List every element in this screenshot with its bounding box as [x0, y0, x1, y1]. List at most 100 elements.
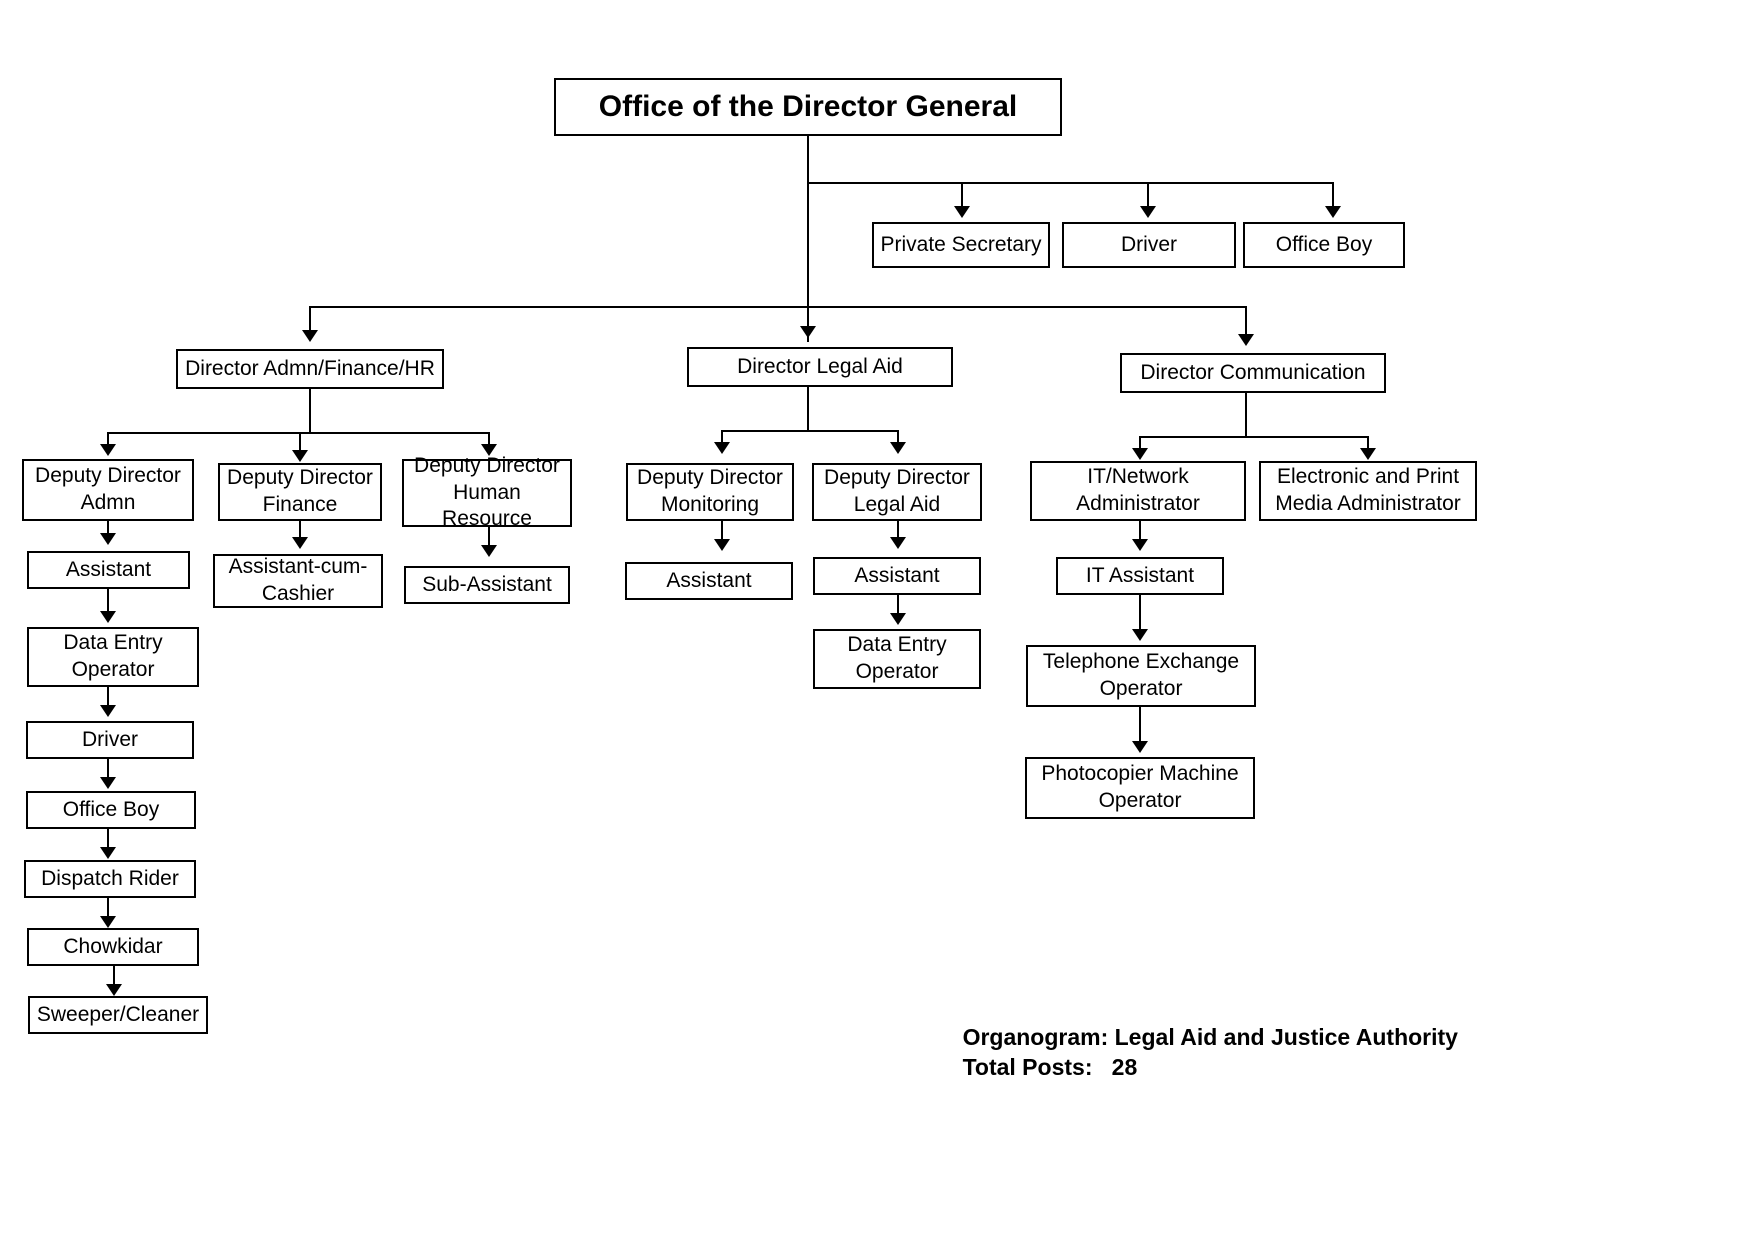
node-label: Assistant	[666, 568, 752, 592]
node-label-line2: Monitoring	[660, 493, 760, 516]
connector-support-bus	[807, 182, 1334, 184]
node-assistant-legal-aid[interactable]: Assistant	[813, 557, 981, 595]
node-label: Assistant	[854, 563, 940, 587]
node-label-line1: IT/Network	[1087, 465, 1189, 489]
connector-it-network-to-it-assistant	[1139, 521, 1141, 543]
node-label: Assistant	[65, 557, 152, 581]
node-label: Driver	[82, 727, 138, 751]
node-label: Director Communication	[1140, 360, 1366, 384]
node-label-line2: Human Resource	[442, 480, 532, 531]
node-director-communication[interactable]: Director Communication	[1120, 353, 1386, 393]
arrow-dd-hr-to-sub-assistant	[481, 545, 497, 557]
node-label: Driver	[1121, 232, 1177, 256]
node-deputy-director-human-resource[interactable]: Deputy Director Human Resource	[402, 454, 572, 530]
connector-to-dd-finance	[299, 434, 301, 454]
arrow-driver-to-office-boy	[100, 777, 116, 789]
node-private-secretary[interactable]: Private Secretary	[872, 222, 1050, 268]
connector-data-entry-to-driver	[107, 687, 109, 709]
arrow-to-dd-monitoring	[714, 442, 730, 454]
arrow-assistant-to-data-entry	[100, 611, 116, 623]
node-assistant-monitoring[interactable]: Assistant	[625, 562, 793, 600]
node-label-line2: Operator	[71, 658, 155, 681]
connector-dd-finance-to-cashier	[299, 521, 301, 541]
node-sub-assistant[interactable]: Sub-Assistant	[404, 566, 570, 604]
node-it-network-administrator[interactable]: IT/Network Administrator	[1030, 461, 1246, 521]
arrow-dd-finance-to-cashier	[292, 537, 308, 549]
connector-assistant-to-data-entry	[107, 589, 109, 615]
node-label: Office Boy	[62, 797, 160, 821]
node-label: Director Admn/Finance/HR	[185, 356, 435, 380]
node-assistant-cum-cashier[interactable]: Assistant-cum- Cashier	[213, 554, 383, 608]
arrow-to-office-boy	[1325, 206, 1341, 218]
arrow-assistant-to-data-entry-legal	[890, 613, 906, 625]
node-dispatch-rider[interactable]: Dispatch Rider	[24, 860, 196, 898]
connector-chowkidar-to-sweeper	[113, 966, 115, 988]
node-driver-dg[interactable]: Driver	[1062, 222, 1236, 268]
connector-to-dd-legal-aid	[897, 430, 899, 446]
node-label-line2: Operator	[855, 660, 939, 683]
connector-driver-to-office-boy	[107, 759, 109, 781]
node-deputy-director-legal-aid[interactable]: Deputy Director Legal Aid	[812, 463, 982, 521]
total-posts-label: Total Posts: 28	[962, 1054, 1138, 1081]
node-label: Sub-Assistant	[422, 572, 552, 596]
connector-to-director-legal-aid	[807, 306, 809, 330]
arrow-to-director-communication	[1238, 334, 1254, 346]
connector-dispatch-rider-to-chowkidar	[107, 898, 109, 920]
connector-to-director-communication	[1245, 306, 1247, 338]
connector-to-private-secretary	[961, 184, 963, 210]
node-deputy-director-monitoring[interactable]: Deputy Director Monitoring	[626, 463, 794, 521]
arrow-to-dd-finance	[292, 450, 308, 462]
arrow-telephone-to-photocopier-operator	[1132, 741, 1148, 753]
arrow-to-it-network-administrator	[1132, 448, 1148, 460]
node-office-boy-admn[interactable]: Office Boy	[26, 791, 196, 829]
total-posts-caption: Total Posts: 28	[937, 1021, 1138, 1114]
arrow-dd-legal-aid-to-assistant	[890, 537, 906, 549]
arrow-to-dd-hr	[481, 444, 497, 456]
node-assistant-admn[interactable]: Assistant	[27, 551, 190, 589]
arrow-data-entry-to-driver	[100, 705, 116, 717]
node-label-line2: Operator	[1099, 677, 1183, 700]
node-photocopier-machine-operator[interactable]: Photocopier Machine Operator	[1025, 757, 1255, 819]
node-label-line1: Data Entry	[847, 633, 947, 657]
connector-assistant-to-data-entry-legal	[897, 595, 899, 617]
connector-communication-bus	[1139, 436, 1369, 438]
connector-director-bus	[309, 306, 1247, 308]
node-telephone-exchange-operator[interactable]: Telephone Exchange Operator	[1026, 645, 1256, 707]
node-director-admn-finance-hr[interactable]: Director Admn/Finance/HR	[176, 349, 444, 389]
connector-dd-admn-to-assistant	[107, 521, 109, 535]
node-data-entry-operator-legal-aid[interactable]: Data Entry Operator	[813, 629, 981, 689]
connector-root-trunk	[807, 136, 809, 342]
node-office-of-the-director-general[interactable]: Office of the Director General	[554, 78, 1062, 136]
node-director-legal-aid[interactable]: Director Legal Aid	[687, 347, 953, 387]
connector-dd-hr-to-sub-assistant	[488, 527, 490, 549]
connector-to-dd-monitoring	[721, 430, 723, 446]
node-driver-admn[interactable]: Driver	[26, 721, 194, 759]
node-label-line1: Telephone Exchange	[1042, 650, 1240, 674]
node-it-assistant[interactable]: IT Assistant	[1056, 557, 1224, 595]
node-chowkidar[interactable]: Chowkidar	[27, 928, 199, 966]
arrow-office-boy-to-dispatch-rider	[100, 847, 116, 859]
connector-legal-aid-stem	[807, 387, 809, 431]
arrow-to-director-legal-aid	[800, 326, 816, 338]
node-sweeper-cleaner[interactable]: Sweeper/Cleaner	[28, 996, 208, 1034]
connector-it-assistant-to-telephone-operator	[1139, 595, 1141, 633]
connector-communication-stem	[1245, 393, 1247, 437]
arrow-to-dd-admn	[100, 444, 116, 456]
node-electronic-and-print-media-administrator[interactable]: Electronic and Print Media Administrator	[1259, 461, 1477, 521]
node-label-line1: Assistant-cum-	[228, 555, 368, 579]
connector-admin-stem	[309, 389, 311, 433]
connector-to-office-boy	[1332, 184, 1334, 210]
node-deputy-director-finance[interactable]: Deputy Director Finance	[218, 463, 382, 521]
arrow-to-director-admin	[302, 330, 318, 342]
node-data-entry-operator-admn[interactable]: Data Entry Operator	[27, 627, 199, 687]
connector-telephone-to-photocopier-operator	[1139, 707, 1141, 745]
node-label-line2: Legal Aid	[853, 493, 941, 516]
arrow-it-assistant-to-telephone-operator	[1132, 629, 1148, 641]
node-office-boy-dg[interactable]: Office Boy	[1243, 222, 1405, 268]
node-label-line2: Administrator	[1076, 492, 1200, 515]
connector-to-media-administrator	[1367, 436, 1369, 452]
node-label-line1: Deputy Director	[414, 453, 560, 477]
node-label-line1: Data Entry	[63, 631, 163, 655]
node-deputy-director-admn[interactable]: Deputy Director Admn	[22, 459, 194, 521]
organogram-title-caption: Organogram: Legal Aid and Justice Author…	[937, 991, 1458, 1084]
